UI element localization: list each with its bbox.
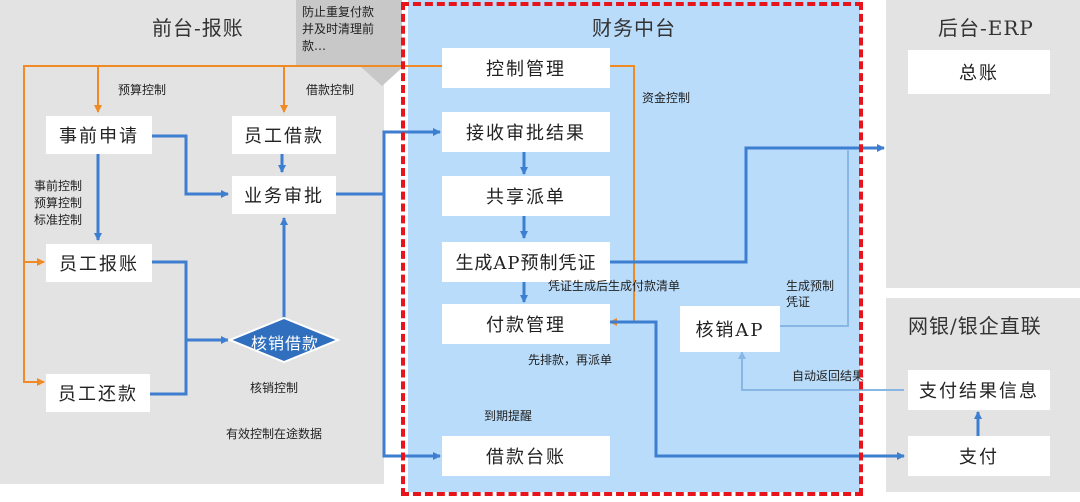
- node-employee-repayment: 员工还款: [46, 374, 150, 412]
- label-auto-return: 自动返回结果: [792, 369, 865, 383]
- blue-gen-to-erp: [610, 144, 885, 264]
- note-line-1: 防止重复付款: [302, 5, 375, 19]
- label-due-reminder: 到期提醒: [484, 409, 533, 423]
- node-writeoff-ap: 核销AP: [680, 306, 780, 352]
- note-line-3: 款…: [302, 39, 327, 53]
- label-prior-control: 事前控制: [34, 179, 83, 193]
- label-fund-control: 资金控制: [642, 91, 691, 105]
- node-payment-management: 付款管理: [442, 304, 610, 344]
- node-generate-ap-voucher: 生成AP预制凭证: [442, 242, 610, 282]
- label-writeoff-control: 核销控制: [250, 381, 299, 395]
- panel-title-middle: 财务中台: [592, 16, 676, 40]
- label-standard-control: 标准控制: [34, 213, 83, 227]
- label-loan-control: 借款控制: [306, 83, 355, 97]
- node-payment: 支付: [908, 436, 1050, 476]
- node-shared-dispatch: 共享派单: [442, 176, 610, 216]
- node-business-approval: 业务审批: [232, 176, 336, 214]
- node-employee-loan: 员工借款: [232, 116, 336, 154]
- panel-title-bank: 网银/银企直联: [908, 314, 1042, 338]
- label-effective-control: 有效控制在途数据: [226, 427, 323, 441]
- node-payment-result-info: 支付结果信息: [908, 370, 1050, 410]
- label-arrange-first: 先排款，再派单: [528, 353, 613, 367]
- label-gen-prevoucher-1: 生成预制: [786, 279, 835, 293]
- node-loan-ledger: 借款台账: [442, 436, 610, 476]
- note-callout-tail: [360, 66, 404, 86]
- blue-middle-upper: [382, 128, 441, 194]
- node-writeoff-loan: 核销借款: [250, 334, 319, 353]
- node-control-management: 控制管理: [442, 48, 610, 88]
- blue-claim-to-diamond: [152, 260, 229, 344]
- label-gen-prevoucher-2: 凭证: [786, 295, 811, 309]
- node-receive-approval-result: 接收审批结果: [442, 112, 610, 152]
- finance-middle-dashed-border: [401, 2, 863, 496]
- node-general-ledger: 总账: [908, 50, 1050, 94]
- label-budget-control-2: 预算控制: [34, 196, 83, 210]
- blue-repay-to-diamond: [150, 340, 188, 396]
- label-budget-control: 预算控制: [118, 83, 167, 97]
- writeoff-loan-diamond-shape: [227, 316, 341, 364]
- note-callout: 防止重复付款 并及时清理前 款…: [296, 0, 402, 66]
- panel-title-erp: 后台-ERP: [938, 16, 1034, 40]
- blue-pre-apply-to-biz: [152, 134, 229, 198]
- panel-title-front: 前台-报账: [152, 16, 244, 40]
- lightblue-auto-return: [738, 351, 904, 391]
- blue-pay-to-bank: [610, 320, 905, 460]
- orange-top-rail: [23, 65, 444, 386]
- label-voucher-note: 凭证生成后生成付款清单: [548, 279, 681, 293]
- node-pre-apply: 事前申请: [46, 116, 152, 154]
- lightblue-writeoff-to-erp: [780, 150, 849, 327]
- panel-backend-erp: [886, 0, 1080, 288]
- blue-middle-lower: [382, 194, 441, 460]
- node-employee-claim: 员工报账: [46, 244, 152, 282]
- note-line-2: 并及时清理前: [302, 22, 375, 36]
